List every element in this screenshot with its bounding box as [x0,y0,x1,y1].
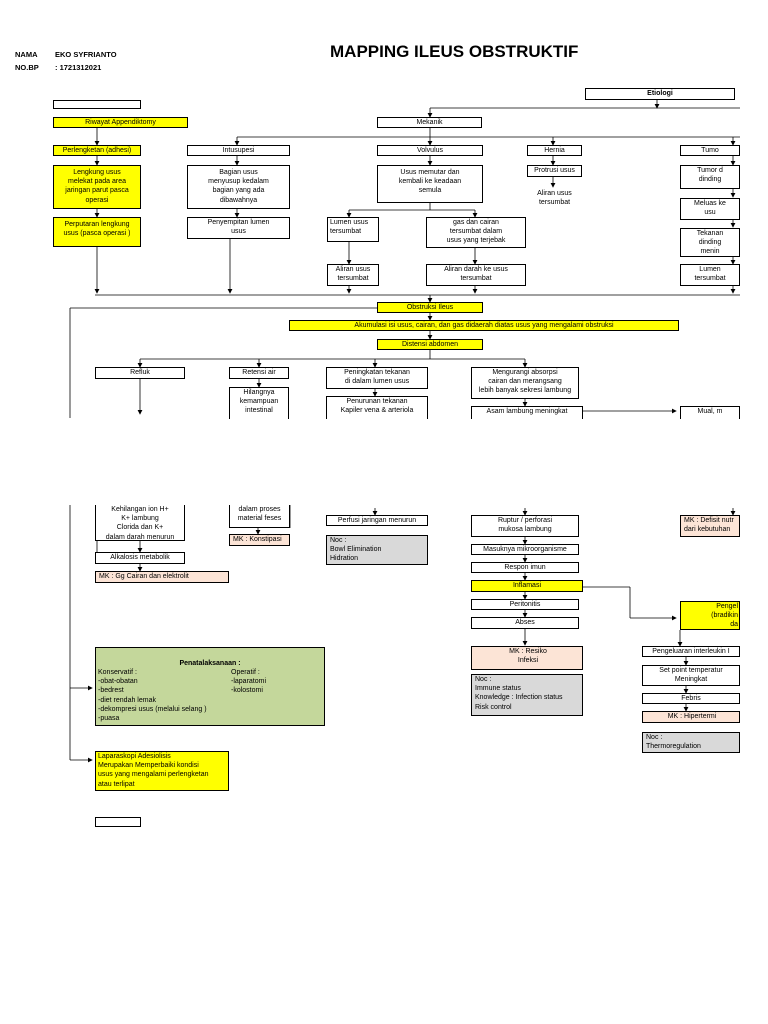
node-noc-thermo: Noc : Thermoregulation [642,732,740,753]
node-tumor: Tumo [680,145,740,156]
empty-box-top [53,100,141,109]
node-inflamasi: Inflamasi [471,580,583,592]
node-dalam-proses: dalam proses material feses [229,505,290,528]
node-mk-resiko: MK : Resiko Infeksi [471,646,583,670]
node-obstruksi: Obstruksi Ileus [377,302,483,313]
node-volvulus: Volvulus [377,145,483,156]
node-aliran-usus: Aliran usus tersumbat [327,264,379,286]
node-perputaran: Perputaran lengkung usus (pasca operasi … [53,217,141,247]
node-peningkatan: Peningkatan tekanan di dalam lumen usus [326,367,428,389]
nama-value: EKO SYFRIANTO [55,50,117,59]
penatalaksanaan-title: Penatalaksanaan : [179,660,241,668]
node-etiologi: Etiologi [585,88,735,100]
node-masuknya: Masuknya mikroorganisme [471,544,579,555]
node-set-point: Set point temperatur Meningkat [642,665,740,686]
node-tumor-d: Tumor d dinding [680,165,740,189]
nama-label: NAMA [15,50,38,59]
nobp-label: NO.BP [15,63,39,72]
empty-box-bottom [95,817,141,827]
node-mekanik: Mekanik [377,117,482,128]
node-penurunan: Penurunan tekanan Kapiler vena & arterio… [326,396,428,419]
node-mk-hipertermi: MK : Hipertermi [642,711,740,723]
node-peritonitis: Peritonitis [471,599,579,610]
node-asam: Asam lambung meningkat [471,406,583,419]
node-aliran-darah: Aliran darah ke usus tersumbat [426,264,526,286]
node-noc-bowel: Noc : Bowl Elimination Hidration [326,535,428,565]
node-protrusi: Protrusi usus [527,165,582,177]
node-akumulasi: Akumulasi isi usus, cairan, dan gas dida… [289,320,679,331]
nobp-value: : 1721312021 [55,63,102,72]
node-respon: Respon imun [471,562,579,573]
node-mk-gg: MK : Gg Cairan dan elektrolit [95,571,229,583]
node-hernia: Hernia [527,145,582,156]
node-kehilangan: Kehilangan ion H+ K+ lambung Clorida dan… [95,505,185,541]
node-mengurangi: Mengurangi absorpsi cairan dan merangsan… [471,367,579,399]
node-hilangnya: Hilangnya kemampuan intestinal [229,387,289,419]
node-mk-konstipasi: MK : Konstipasi [229,534,290,546]
node-distensi: Distensi abdomen [377,339,483,350]
node-bagian-usus: Bagian usus menyusup kedalam bagian yang… [187,165,290,209]
node-abses: Abses [471,617,579,629]
node-usus-memutar: Usus memutar dan kembali ke keadaan semu… [377,165,483,203]
penatalaksanaan-box: Penatalaksanaan : Konservatif : -obat-ob… [95,647,325,726]
node-meluas: Meluas ke usu [680,198,740,220]
node-intusupesi: Intusupesi [187,145,290,156]
node-riwayat: Riwayat Appendiktomy [53,117,188,128]
node-pengeluaran-interleukin: Pengeluaran interleukin I [642,646,740,657]
node-perlengketan: Perlengketan (adhesi) [53,145,141,156]
node-noc-immune: Noc : Immune status Knowledge : Infectio… [471,674,583,716]
node-lumen-usus: Lumen usus tersumbat [327,217,379,242]
node-alkalosis: Alkalosis metabolik [95,552,185,564]
page-title: MAPPING ILEUS OBSTRUKTIF [330,42,579,61]
node-retensi: Retensi air [229,367,289,379]
node-ruptur: Ruptur / perforasi mukosa lambung [471,515,579,537]
node-perfusi: Perfusi jaringan menurun [326,515,428,526]
node-lengkung: Lengkung usus melekat pada area jaringan… [53,165,141,209]
penatalaksanaan-konservatif: Konservatif : -obat-obatan -bedrest -die… [98,669,207,723]
penatalaksanaan-operatif: Operatif : -laparatomi -kolostomi [231,669,267,695]
node-febris: Febris [642,693,740,704]
node-pengel: Pengel (bradikin da [680,601,740,630]
node-mual: Mual, m [680,406,740,419]
node-laparaskopi: Laparaskopi Adesiolisis Merupakan Memper… [95,751,229,791]
node-gas-cairan: gas dan cairan tersumbat dalam usus yang… [426,217,526,248]
node-penyempitan: Penyempitan lumen usus [187,217,290,239]
node-refluk: Refluk [95,367,185,379]
node-lumen-tersumbat-r: Lumen tersumbat [680,264,740,286]
node-tekanan: Tekanan dinding menin [680,228,740,257]
node-mk-defisit: MK : Defisit nutr dari kebutuhan [680,515,740,537]
node-aliran-hernia: Aliran usus tersumbat [527,189,582,211]
